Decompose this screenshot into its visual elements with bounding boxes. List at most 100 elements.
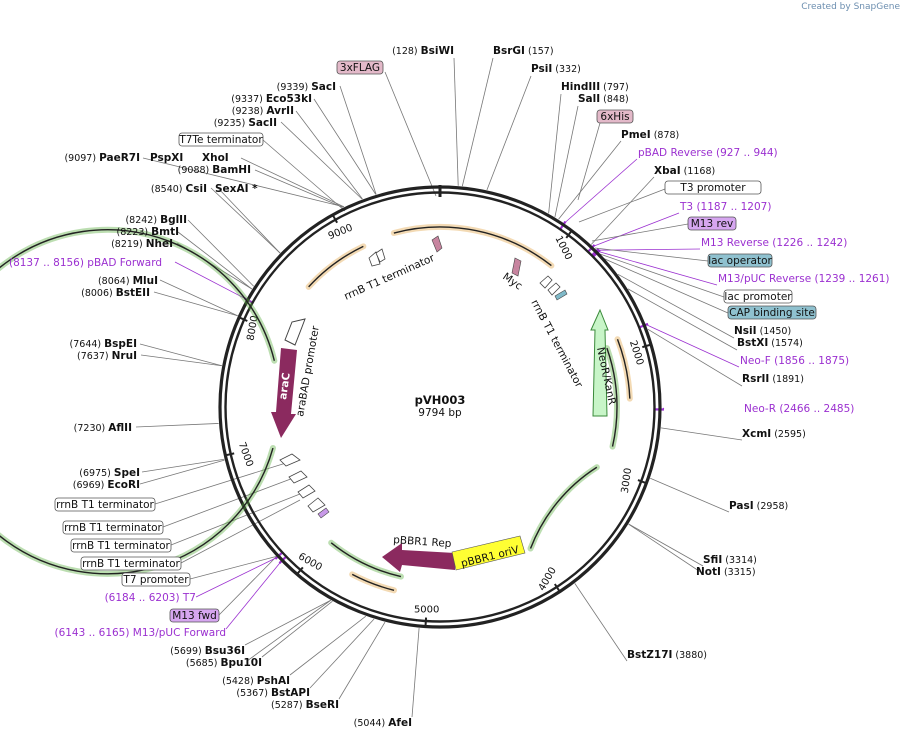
- site-xbai[interactable]: XbaI (1168): [654, 165, 715, 177]
- svg-text:NotI (3315): NotI (3315): [696, 566, 756, 578]
- feature-box-t7promoter[interactable]: T7 promoter: [121, 572, 191, 587]
- tick-label-7000: 7000: [236, 441, 255, 469]
- feature-box-t3promoter[interactable]: T3 promoter: [664, 180, 762, 195]
- site-bsu36i[interactable]: (5699) Bsu36I: [170, 645, 245, 657]
- leader-16: [338, 621, 386, 700]
- leader-avrii: [295, 110, 363, 200]
- site-mlui[interactable]: (8064) MluI: [98, 275, 158, 287]
- site-nsii[interactable]: NsiI (1450): [734, 325, 791, 337]
- 3xflag-feature[interactable]: [431, 235, 443, 253]
- site-bspei[interactable]: (7644) BspEI: [70, 338, 137, 350]
- site-bsteii[interactable]: (8006) BstEII: [81, 287, 150, 299]
- primer-leader-7: [225, 561, 282, 630]
- box-leader-13: [218, 556, 277, 616]
- site-xhoi[interactable]: XhoI: [202, 152, 229, 164]
- site-nrui[interactable]: (7637) NruI: [77, 350, 137, 362]
- leader-20: [244, 599, 331, 646]
- site-pspxi[interactable]: PspXI: [150, 152, 183, 164]
- site-csii[interactable]: (8540) CsiI: [151, 183, 207, 195]
- site-eco53ki[interactable]: (9337) Eco53kI: [231, 93, 312, 105]
- svg-text:M13 fwd: M13 fwd: [172, 610, 217, 622]
- site-bstz17i[interactable]: BstZ17I (3880): [627, 649, 707, 661]
- box-leader-2: [578, 188, 666, 223]
- box-leader-3: [591, 223, 689, 242]
- site-bglii[interactable]: (8242) BglII: [125, 214, 187, 226]
- tick-mark-4000: [553, 583, 562, 593]
- site-pmei[interactable]: PmeI (878): [621, 129, 679, 141]
- arabad-promoter-feature[interactable]: [284, 318, 306, 346]
- site-paer7i[interactable]: (9097) PaeR7I: [64, 152, 140, 164]
- site-bpu10i[interactable]: (5685) Bpu10I: [186, 657, 262, 669]
- site-bseri[interactable]: (5287) BseRI: [271, 699, 339, 711]
- site-pasi[interactable]: PasI (2958): [729, 500, 788, 512]
- feature-box-t7teterminator[interactable]: T7Te terminator: [178, 132, 264, 147]
- site-afei[interactable]: (5044) AfeI: [354, 717, 412, 729]
- feature-box-3xflag[interactable]: 3xFLAG: [336, 60, 384, 75]
- pbbr1-rep-feature[interactable]: [382, 543, 455, 572]
- site-nhei[interactable]: (8219) NheI: [111, 238, 173, 250]
- box-leader-12: [189, 555, 279, 580]
- feature-box-6xhis[interactable]: 6xHis: [596, 109, 634, 124]
- site-avrii[interactable]: (9238) AvrII: [232, 105, 294, 117]
- primer-pbadreverse[interactable]: pBAD Reverse (927 .. 944): [638, 147, 778, 159]
- site-sexai[interactable]: SexAI *: [215, 183, 258, 195]
- svg-text:T3 (1187 .. 1207): T3 (1187 .. 1207): [679, 201, 771, 213]
- feature-box-rrnbt1terminator[interactable]: rrnB T1 terminator: [54, 497, 156, 512]
- site-ecori[interactable]: (6969) EcoRI: [73, 479, 140, 491]
- myc-feature[interactable]: [511, 257, 522, 277]
- primer-t3[interactable]: T3 (1187 .. 1207): [679, 201, 771, 213]
- svg-text:(5685) Bpu10I: (5685) Bpu10I: [186, 657, 262, 669]
- leader-sexai: [217, 187, 281, 254]
- primer-m13reverse[interactable]: M13 Reverse (1226 .. 1242): [701, 237, 847, 249]
- arac-label: araC: [277, 372, 293, 401]
- site-sali[interactable]: SalI (848): [578, 93, 629, 105]
- neo-feature[interactable]: [590, 308, 609, 417]
- primer-t7[interactable]: (6184 .. 6203) T7: [105, 592, 196, 604]
- svg-text:pBAD Reverse (927 .. 944): pBAD Reverse (927 .. 944): [638, 147, 778, 159]
- feature-box-rrnbt1terminator[interactable]: rrnB T1 terminator: [62, 520, 164, 535]
- site-sacii[interactable]: (9235) SacII: [214, 117, 277, 129]
- site-xcmi[interactable]: XcmI (2595): [742, 428, 806, 440]
- svg-text:HindIII (797): HindIII (797): [561, 81, 629, 93]
- site-bstapi[interactable]: (5367) BstAPI: [236, 687, 310, 699]
- feature-box-rrnbt1terminator[interactable]: rrnB T1 terminator: [70, 538, 172, 553]
- site-hindiii[interactable]: HindIII (797): [561, 81, 629, 93]
- site-noti[interactable]: NotI (3315): [696, 566, 756, 578]
- primer-neof[interactable]: Neo-F (1856 .. 1875): [740, 355, 849, 367]
- svg-text:(128) BsiWI: (128) BsiWI: [392, 45, 454, 57]
- primer-pbadforward[interactable]: (8137 .. 8156) pBAD Forward: [9, 257, 162, 269]
- feature-box-m13fwd[interactable]: M13 fwd: [169, 608, 220, 623]
- feature-box-capbindingsite[interactable]: CAP binding site: [727, 305, 817, 320]
- site-sfii[interactable]: SfiI (3314): [703, 554, 757, 566]
- arac-feature[interactable]: [271, 348, 297, 438]
- arc-orange-top: [393, 226, 552, 267]
- feature-box-m13rev[interactable]: M13 rev: [687, 216, 737, 231]
- site-aflii[interactable]: (7230) AflII: [74, 422, 132, 434]
- primer-neor[interactable]: Neo-R (2466 .. 2485): [744, 403, 854, 415]
- site-bamhi[interactable]: (9088) BamHI: [178, 164, 251, 176]
- site-pshai[interactable]: (5428) PshAI: [222, 675, 290, 687]
- leader-34: [142, 157, 345, 208]
- feature-box-lacoperator[interactable]: lac operator: [707, 253, 772, 268]
- plasmid-length: 9794 bp: [418, 407, 462, 419]
- feature-box-lacpromoter[interactable]: lac promoter: [723, 289, 793, 304]
- credit: Created by SnapGene: [801, 2, 900, 12]
- site-rsrii[interactable]: RsrII (1891): [742, 373, 804, 385]
- feature-arcs: [0, 224, 633, 594]
- svg-text:PspXI: PspXI: [150, 152, 183, 164]
- primer-m13pucforward[interactable]: (6143 .. 6165) M13/pUC Forward: [54, 627, 226, 639]
- site-spei[interactable]: (6975) SpeI: [79, 467, 140, 479]
- site-bsiwi[interactable]: (128) BsiWI: [392, 45, 454, 57]
- feature-box-rrnbt1terminator[interactable]: rrnB T1 terminator: [80, 556, 182, 571]
- pbbr1-oriv-feature[interactable]: [451, 535, 526, 571]
- site-psii[interactable]: PsiI (332): [531, 63, 581, 75]
- site-bmti[interactable]: (8223) BmtI: [117, 226, 179, 238]
- site-bstxi[interactable]: BstXI (1574): [737, 337, 803, 349]
- primer-m13pucreverse[interactable]: M13/pUC Reverse (1239 .. 1261): [718, 273, 890, 285]
- leader-19: [261, 600, 333, 658]
- box-leader-0: [384, 71, 437, 197]
- site-saci[interactable]: (9339) SacI: [277, 81, 336, 93]
- site-bsrgi[interactable]: BsrGI (157): [493, 45, 554, 57]
- rrnb-right-arrow-1: [539, 275, 553, 289]
